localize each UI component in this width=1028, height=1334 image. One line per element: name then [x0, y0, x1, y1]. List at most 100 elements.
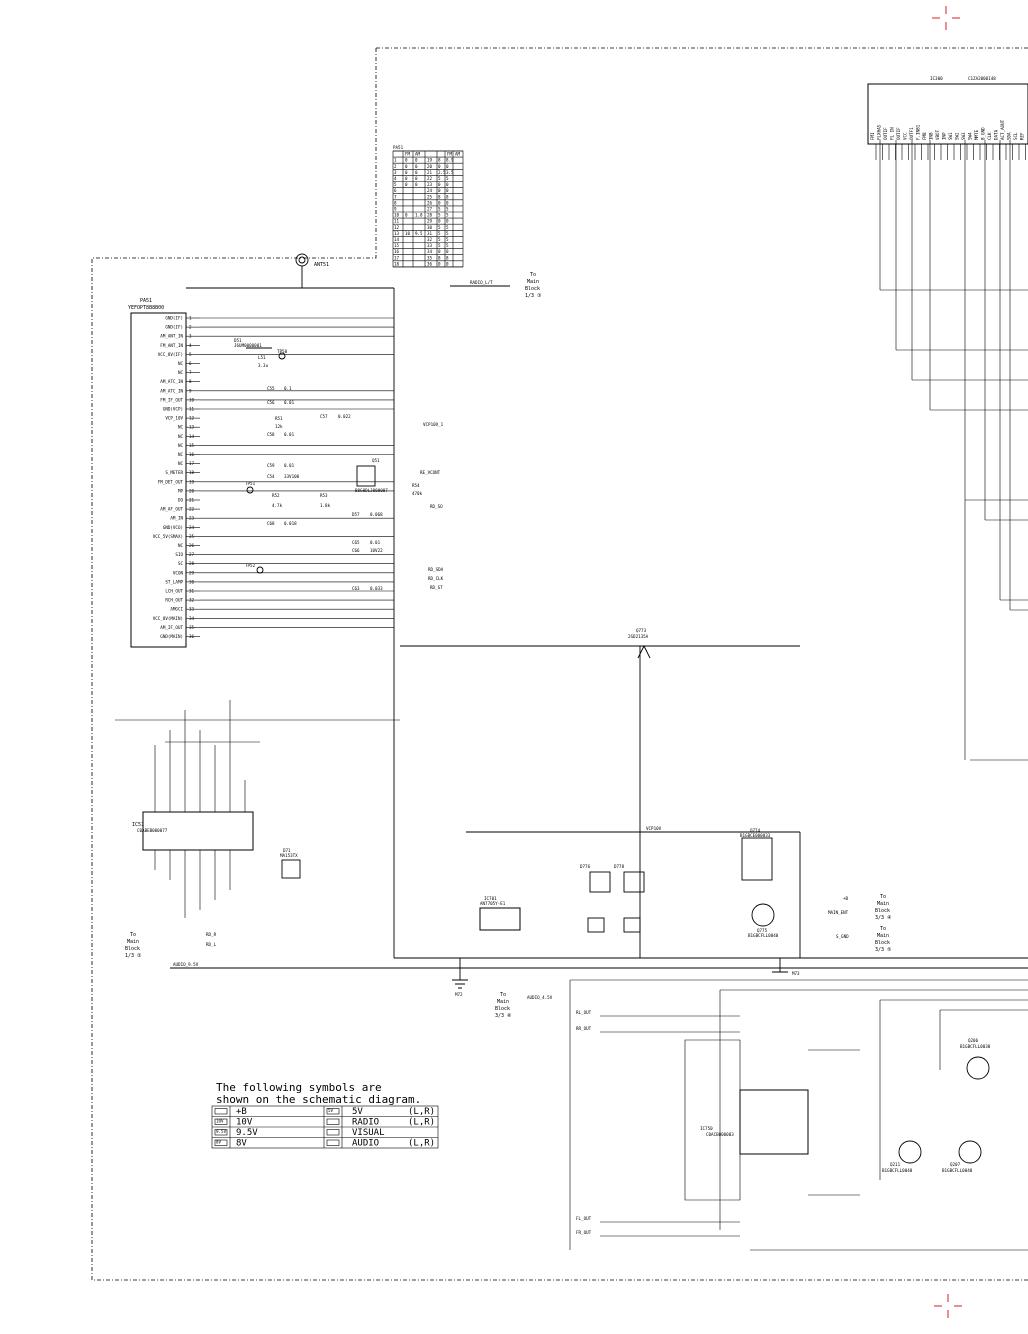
pa51-cell: 0 — [415, 164, 418, 169]
ic300-pin-label: OUTIF — [896, 127, 901, 140]
legend-symbol-left-text: 8V — [216, 1140, 222, 1145]
pa51-cell: 0 — [438, 164, 441, 169]
net-rd-st: RD_ST — [430, 585, 443, 590]
legend-symbol-right — [326, 1108, 340, 1115]
pa51-cell: 13 — [394, 231, 400, 236]
module-pin-label: VCC_5V(SMAX) — [153, 534, 183, 539]
module-pin-label: AMGCI — [170, 607, 183, 612]
ic300-pin-label: FL IN — [890, 127, 895, 140]
pa51-cell: 17 — [394, 255, 400, 260]
pa51-cell: 0 — [415, 158, 418, 163]
legend-symbol-right — [326, 1118, 340, 1125]
q51-label: Q51 — [372, 458, 380, 463]
ic300-pin-label: FLXHAS — [877, 124, 882, 140]
ic701-part: AN7705Y-E1 — [480, 901, 506, 906]
tp50-label: TP50 — [277, 349, 288, 354]
ic51: IC51 C0ABEB000077 — [115, 700, 400, 918]
net-radio-lt: RADIO_L/T — [470, 280, 493, 285]
module-pin-label: VCC_8V(MAIN) — [153, 616, 183, 621]
module-ref: PA51 — [140, 298, 152, 304]
module-pin-label: MP — [178, 488, 184, 493]
pa51-cell: 0 — [405, 182, 408, 187]
legend-meaning-left: +B — [236, 1107, 247, 1117]
pa51-cell: 5 — [438, 225, 441, 230]
pa51-cell: 9 — [394, 207, 397, 212]
ic300-pin-label: SW3 — [961, 132, 966, 140]
q775-label: Q775 — [757, 928, 768, 933]
pa51-cell: 5 — [446, 243, 449, 248]
pa51-cell: 5 — [446, 225, 449, 230]
module-pin-label: DO — [178, 498, 184, 503]
legend-symbol-left — [214, 1108, 228, 1115]
pa51-cell: 27 — [427, 207, 433, 212]
pa51-cell: 24 — [427, 188, 433, 193]
ic300-pin-label: SW4 — [968, 132, 973, 140]
l51-val: 3.3u — [258, 363, 269, 368]
ic300-pin-label: SCL — [1013, 132, 1018, 140]
q774-part: B1GBCE000033 — [740, 833, 771, 838]
legend-symbol-left — [214, 1118, 228, 1125]
ic300-pin-label: VCC — [903, 132, 908, 140]
ic300-wires — [879, 140, 1028, 761]
pa51-cell: 14 — [394, 237, 400, 242]
pa51-cell: 0 — [438, 188, 441, 193]
callout-to: To — [880, 894, 886, 900]
q773-label: Q773 — [636, 628, 647, 633]
ic300-pin-label: FMI — [870, 132, 875, 140]
c63-val: 0.033 — [370, 586, 383, 591]
callout-block: Block — [125, 946, 140, 952]
pa51-cell: 0 — [415, 176, 418, 181]
module-pin-label: VCC_8V(IF) — [158, 352, 183, 357]
ic300-pin-label: F.INB1 — [916, 124, 921, 140]
ic300-pin-label: SDA — [1007, 132, 1012, 140]
pa51-cell: 0 — [438, 261, 441, 266]
net-vcp10v-1: VCP10V_1 — [423, 422, 444, 427]
pa51-cell: 0 — [438, 182, 441, 187]
callout-ref: 3/3 ④ — [875, 915, 892, 921]
d776-label: D776 — [580, 864, 591, 869]
net-rd-l: RD_L — [206, 942, 217, 947]
q773: Q773 2SD2135A — [628, 628, 651, 958]
ic701-label: IC701 — [484, 896, 497, 901]
pa51-cell: 5 — [446, 237, 449, 242]
pa51-cell: 12 — [394, 225, 400, 230]
tp52-label: TP52 — [245, 563, 256, 568]
q775-part: B1GBCFLL0040 — [748, 933, 779, 938]
pa51-cell: 0 — [438, 200, 441, 205]
c56-label: C56 — [267, 400, 275, 405]
module-pin-wires — [200, 317, 394, 628]
c65-val: 0.01 — [370, 540, 381, 545]
pa51-cell: 0 — [446, 219, 449, 224]
net-rd-r: RD_R — [206, 932, 217, 937]
pa51-cell: 5 — [446, 231, 449, 236]
legend-meaning-right: 5V — [352, 1107, 363, 1117]
pa51-cell: 11 — [394, 219, 400, 224]
pa51-cell: 33 — [427, 243, 433, 248]
r52-val: 4.7k — [272, 503, 283, 508]
module-pin-label: GND(VCP) — [163, 407, 183, 412]
q207: Q207 B1GBCFLL0040 — [942, 1140, 982, 1173]
pa51-cell: 20 — [427, 164, 433, 169]
module-pin-label: AM_ATC_IN — [160, 379, 183, 384]
net-rd-so: RD_SO — [430, 504, 443, 509]
r52-label: R52 — [272, 493, 280, 498]
module-pin-label: AM_AF_OUT — [160, 507, 183, 512]
net-audio-95v: AUDIO_9.5V — [173, 962, 199, 967]
module-pin-label: AM_ANT_IN — [160, 334, 183, 339]
r51-val: 12k — [275, 424, 283, 429]
q51-part: B8G0DLJ000007 — [355, 488, 388, 493]
callout-main: Main — [527, 279, 539, 285]
pa51-cell: 0 — [446, 164, 449, 169]
c59-val: 0.01 — [284, 463, 295, 468]
legend-meaning-left: 8V — [236, 1139, 247, 1149]
pa51-header-cell: AM — [415, 152, 421, 157]
c68-label: C68 — [267, 521, 275, 526]
ground-label-1: M72 — [455, 992, 463, 997]
pa51-cell: 5 — [438, 243, 441, 248]
pa51-cell: 21 — [427, 170, 433, 175]
